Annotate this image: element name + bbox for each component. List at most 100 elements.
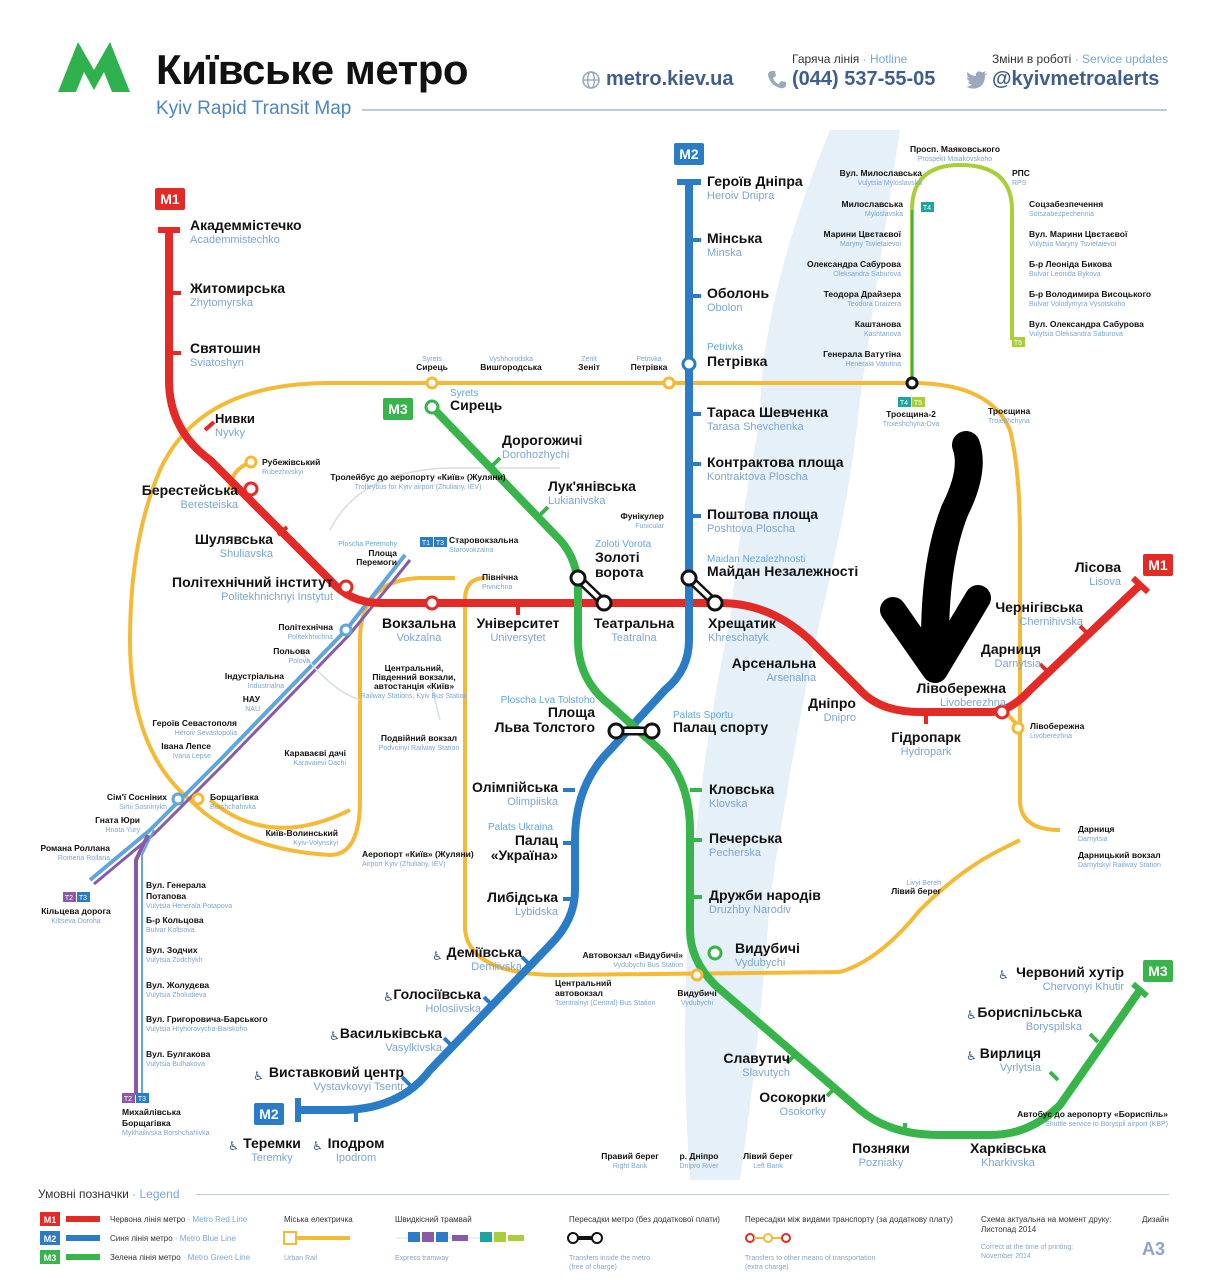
minor-stop-label[interactable]: Аеропорт «Київ» (Жуляни)Airport Kyiv (Zh… [362,849,474,868]
website-link[interactable]: metro.kiev.ua [606,68,734,90]
station-label[interactable]: Площа [548,704,595,720]
hotline-number[interactable]: (044) 537-55-05 [792,68,936,90]
minor-stop-label[interactable]: Автобус до аеропорту «Бориспіль»Shuttle … [1017,1109,1168,1128]
station-label[interactable]: ворота [595,564,644,580]
station-label[interactable]: Палац спорту [673,719,768,735]
station-label[interactable]: Льва Толстого [495,719,595,735]
minor-stop-label[interactable]: Автовокзал «Видубичі»Vydubychi Bus Stati… [583,950,684,969]
station-label[interactable]: Сирець [450,397,503,413]
station-label[interactable]: «Україна» [491,847,558,863]
station-label[interactable]: Петрівка [707,353,768,369]
minor-stop-label[interactable]: автостанція «Київ»Railway Stations, Kyiv… [361,681,468,700]
station-label[interactable]: Майдан Незалежності [707,563,858,579]
minor-stop-label[interactable]: Центральний, [385,663,444,673]
station-label[interactable]: Палац [515,832,559,848]
minor-stop-label[interactable]: Михайлівська [122,1107,181,1117]
minor-stop-label[interactable]: Тролейбус до аеропорту «Київ» (Жуляни)Tr… [330,472,505,491]
minor-stop-label[interactable]: Південний вокзали, [372,672,455,682]
minor-stop-label[interactable]: Площа [368,548,397,558]
